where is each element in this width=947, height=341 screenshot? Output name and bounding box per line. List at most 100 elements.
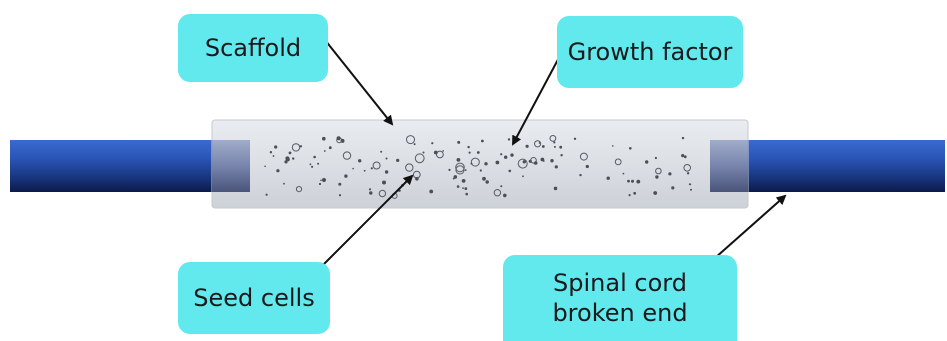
growth-factor-particle [386, 158, 388, 160]
growth-factor-particle [534, 161, 538, 165]
growth-factor-particle [462, 187, 464, 189]
growth-factor-particle [313, 156, 316, 159]
growth-factor-particle [453, 178, 455, 180]
growth-factor-particle [283, 183, 285, 185]
growth-factor-particle [607, 177, 610, 180]
growth-factor-particle [358, 159, 361, 162]
growth-factor-particle [371, 167, 373, 169]
growth-factor-particle [320, 180, 322, 182]
growth-factor-particle [484, 162, 487, 165]
growth-factor-particle [689, 183, 691, 185]
growth-factor-particle [319, 183, 321, 185]
growth-factor-particle [477, 151, 480, 154]
growth-factor-particle [322, 178, 326, 182]
label-scaffold: Scaffold [178, 14, 328, 82]
growth-factor-particle [462, 179, 466, 183]
growth-factor-particle [629, 194, 631, 196]
growth-factor-particle [496, 161, 500, 165]
growth-factor-particle [369, 188, 371, 190]
growth-factor-particle [522, 175, 524, 177]
label-spinal-cord-line2: broken end [552, 298, 687, 328]
growth-factor-particle [682, 137, 684, 139]
growth-factor-particle [414, 143, 416, 145]
growth-factor-particle [586, 165, 589, 168]
growth-factor-particle [504, 156, 507, 159]
growth-factor-particle [671, 186, 674, 189]
label-seed-cells: Seed cells [178, 262, 330, 334]
growth-factor-particle [434, 151, 438, 155]
growth-factor-particle [266, 194, 268, 196]
growth-factor-particle [324, 150, 326, 152]
growth-factor-particle [482, 177, 486, 181]
growth-factor-particle [289, 152, 292, 155]
growth-factor-particle [471, 163, 473, 165]
growth-factor-particle [480, 169, 482, 171]
growth-factor-particle [500, 153, 502, 155]
growth-factor-particle [655, 175, 658, 178]
growth-factor-particle [285, 156, 289, 160]
growth-factor-particle [653, 191, 657, 195]
label-spinal-cord-broken-end: Spinal cord broken end [503, 255, 737, 341]
growth-factor-particle [687, 172, 689, 174]
growth-factor-particle [623, 173, 625, 175]
growth-factor-particle [554, 187, 558, 191]
growth-factor-particle [337, 136, 341, 140]
growth-factor-particle [555, 165, 558, 168]
growth-factor-particle [338, 183, 341, 186]
growth-factor-particle [467, 146, 469, 148]
growth-factor-particle [655, 157, 657, 159]
growth-factor-particle [382, 181, 386, 185]
growth-factor-particle [270, 151, 272, 153]
growth-factor-particle [385, 170, 388, 173]
growth-factor-particle [486, 180, 489, 183]
growth-factor-particle [550, 159, 553, 162]
growth-factor-particle [322, 137, 326, 141]
growth-factor-particle [317, 163, 319, 165]
growth-factor-particle [352, 168, 354, 170]
growth-factor-particle [612, 145, 614, 147]
growth-factor-particle [264, 166, 266, 168]
growth-factor-particle [469, 152, 471, 154]
growth-factor-particle [311, 166, 313, 168]
arrow-scaffold [325, 40, 392, 124]
growth-factor-particle [273, 155, 275, 157]
growth-factor-particle [509, 170, 512, 173]
growth-factor-particle [423, 152, 425, 154]
growth-factor-particle [543, 160, 545, 162]
growth-factor-particle [560, 154, 562, 156]
label-seed-cells-text: Seed cells [193, 283, 314, 313]
growth-factor-particle [310, 163, 312, 165]
growth-factor-particle [276, 169, 279, 172]
cord-end-inside-right [710, 140, 748, 192]
growth-factor-particle [429, 190, 433, 194]
growth-factor-particle [431, 142, 433, 144]
growth-factor-particle [574, 138, 576, 140]
growth-factor-particle [457, 185, 460, 188]
growth-factor-particle [526, 145, 529, 148]
growth-factor-particle [503, 194, 507, 198]
label-scaffold-text: Scaffold [205, 33, 301, 63]
growth-factor-particle [364, 170, 366, 172]
label-spinal-cord-line1: Spinal cord [552, 268, 687, 298]
growth-factor-particle [508, 138, 510, 140]
growth-factor-particle [554, 146, 556, 148]
growth-factor-particle [559, 146, 562, 149]
growth-factor-particle [448, 169, 450, 171]
growth-factor-particle [344, 174, 347, 177]
growth-factor-particle [274, 145, 277, 148]
growth-factor-particle [329, 146, 332, 149]
growth-factor-particle [369, 191, 372, 194]
growth-factor-particle [464, 187, 467, 190]
growth-factor-particle [396, 159, 399, 162]
growth-factor-particle [542, 145, 545, 148]
growth-factor-particle [681, 154, 684, 157]
growth-factor-particle [481, 140, 484, 143]
growth-factor-particle [339, 194, 341, 196]
growth-factor-particle [457, 158, 461, 162]
growth-factor-particle [457, 141, 460, 144]
growth-factor-particle [684, 155, 687, 158]
label-growth-factor-text: Growth factor [568, 37, 733, 67]
growth-factor-particle [292, 157, 294, 159]
growth-factor-particle [690, 189, 692, 191]
